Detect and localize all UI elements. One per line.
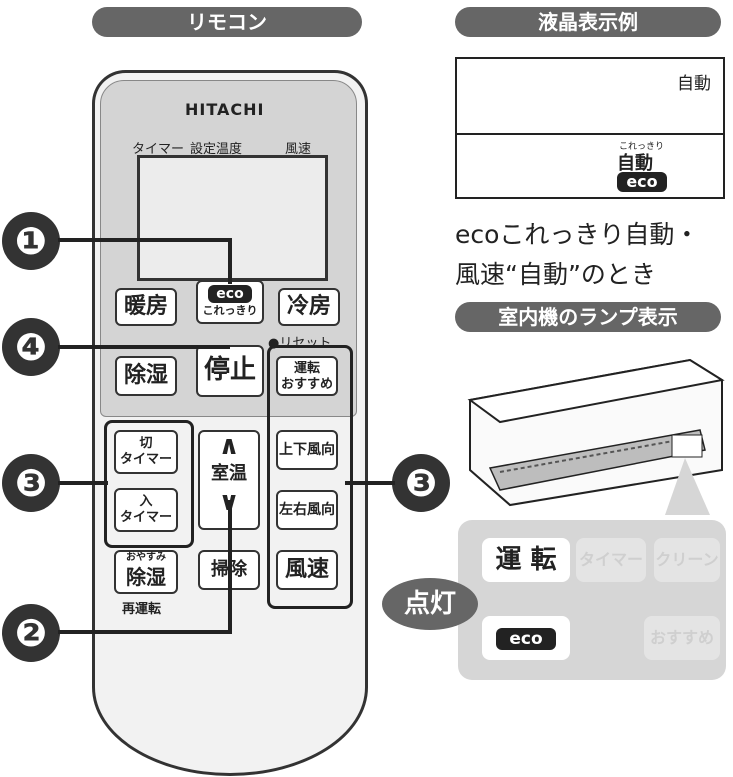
brand-logo: HITACHI [185, 100, 265, 119]
lit-bubble: 点灯 [382, 578, 478, 630]
lamp-run: 運 転 [482, 538, 570, 582]
run-button-line1: 運転 [293, 361, 320, 376]
caption-line2: 風速“自動”のとき [455, 260, 656, 289]
temp-up-arrow-icon[interactable]: ∧ [218, 431, 240, 461]
callout-2-line-v [228, 500, 232, 634]
left-right-wind-button[interactable]: 左右風向 [276, 490, 338, 530]
lcd-example-small-label: これっきり [619, 142, 665, 152]
callout-3-left-line [58, 481, 108, 485]
on-timer-button[interactable]: 入 タイマー [114, 488, 178, 532]
sleep-line2: 除湿 [126, 565, 166, 589]
lamp-clean: クリーン [654, 538, 720, 582]
up-down-wind-button[interactable]: 上下風向 [276, 430, 338, 470]
callout-3-left: ❸ [2, 454, 60, 512]
callout-3-right-line [345, 481, 395, 485]
on-timer-line1: 入 [139, 494, 153, 509]
remote-title: リモコン [92, 7, 362, 37]
sleep-dehumidify-button[interactable]: おやすみ 除湿 [114, 550, 178, 594]
off-timer-button[interactable]: 切 タイマー [114, 430, 178, 474]
eco-button[interactable]: eco これっきり [196, 280, 264, 324]
remote-lcd-screen [137, 155, 328, 281]
off-timer-line1: 切 [139, 436, 153, 451]
callout-1-line-v [228, 238, 232, 284]
callout-4-line-h [58, 345, 230, 349]
lamp-recommend: おすすめ [644, 616, 720, 660]
fan-speed-button[interactable]: 風速 [276, 550, 338, 590]
lcd-example-eco-icon: eco [617, 172, 667, 192]
cooling-button[interactable]: 冷房 [278, 288, 340, 326]
lcd-example-auto: 自動 [617, 153, 653, 174]
off-timer-line2: タイマー [119, 452, 172, 467]
eco-button-logo: eco [208, 285, 252, 303]
lamp-eco: eco [482, 616, 570, 660]
eco-button-sub: これっきり [202, 304, 258, 317]
callout-1-line-h [58, 238, 230, 242]
lcd-example-divider [457, 133, 723, 135]
callout-1: ❶ [2, 212, 60, 270]
callout-2-line-h [58, 630, 230, 634]
heating-button[interactable]: 暖房 [115, 288, 177, 326]
dehumidify-button[interactable]: 除湿 [115, 356, 177, 396]
wind-group-frame [267, 345, 353, 609]
lamp-timer: タイマー [576, 538, 646, 582]
run-recommend-button[interactable]: 運転 おすすめ [276, 356, 338, 396]
stop-button[interactable]: 停止 [196, 345, 264, 397]
lcd-example-top-auto: 自動 [677, 74, 711, 94]
run-button-line2: おすすめ [280, 377, 333, 392]
lamp-display-panel: 運 転 タイマー クリーン eco おすすめ [458, 520, 726, 680]
lcd-label-set-temp: 設定温度 [190, 142, 243, 157]
lamp-eco-icon: eco [496, 628, 556, 650]
lcd-example-panel: 自動 これっきり 自動 eco [455, 57, 725, 199]
indoor-unit-drawing [467, 358, 725, 515]
on-timer-line2: タイマー [119, 510, 172, 525]
restart-label: 再運転 [122, 602, 162, 617]
callout-3-right: ❸ [392, 454, 450, 512]
caption-line1: ecoこれっきり自動・ [455, 220, 700, 249]
sleep-line1: おやすみ [126, 552, 166, 563]
lcd-example-title: 液晶表示例 [455, 7, 721, 37]
callout-4: ❹ [2, 318, 60, 376]
room-temp-label: 室温 [211, 463, 247, 484]
lcd-label-fan-speed: 風速 [285, 142, 312, 157]
callout-2: ❷ [2, 604, 60, 662]
lcd-label-timer: タイマー [132, 142, 185, 157]
lamp-title: 室内機のランプ表示 [455, 302, 721, 332]
